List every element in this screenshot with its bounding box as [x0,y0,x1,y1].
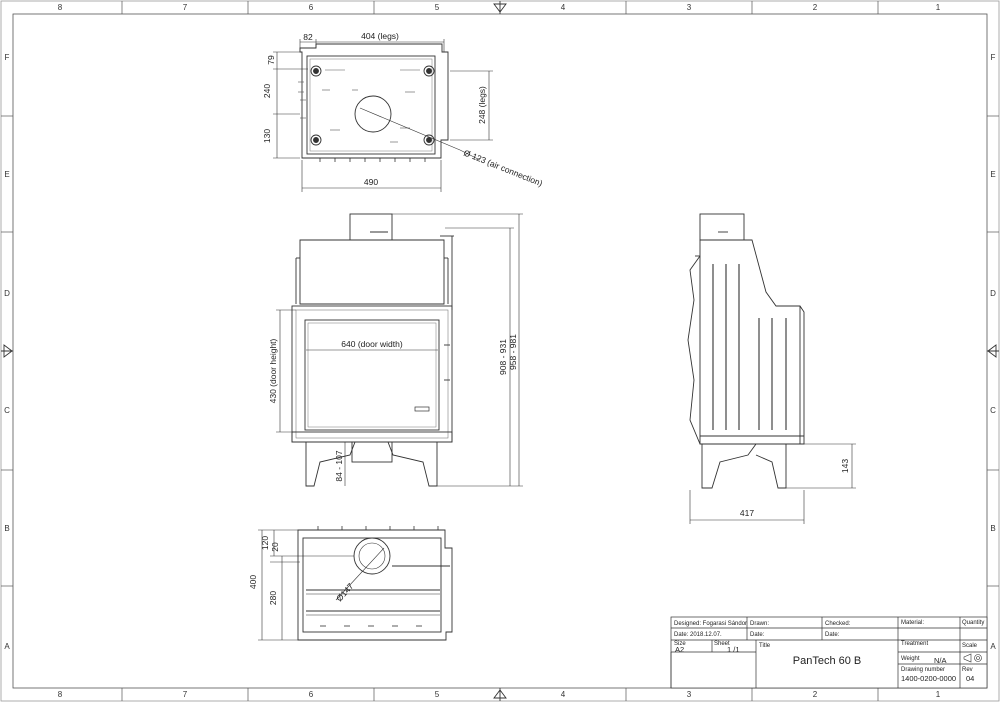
col-label-bottom: 7 [183,690,188,699]
weight-label: Weight [901,656,920,662]
col-label-top: 3 [687,3,692,12]
sheet-label: Sheet [714,641,730,647]
front-view-dimensions [276,213,523,487]
designed-date: Date: 2018.12.07. [674,632,722,638]
dim-bottom-280: 280 [268,591,278,605]
col-label-top: 8 [58,3,63,12]
side-view-dimensions [689,443,856,524]
checked-date: Date: [825,632,840,638]
dim-height-2: 958 - 981 [508,334,518,370]
row-label-right: D [990,289,996,298]
drawn-label: Drawn: [750,621,769,627]
row-label-left: B [4,524,9,533]
checked-label: Checked: [825,621,851,627]
dim-top-79: 79 [266,55,276,65]
drawing-title: PanTech 60 B [793,655,862,667]
front-view [291,213,454,487]
dim-top-air-connection: Ø 123 (air connection) [462,148,544,189]
size-label: Size [674,641,686,647]
scale-label: Scale [962,643,978,649]
sheet-value: 1 /1 [727,645,740,654]
bottom-view-dimensions [258,529,385,641]
top-view-dimensions [273,39,493,192]
col-label-top: 4 [561,3,566,12]
dim-side-depth: 417 [740,508,754,518]
col-label-bottom: 8 [58,690,63,699]
row-label-right: E [990,170,995,179]
dim-bottom-diameter: Ø147 [334,581,356,603]
title-block [670,616,988,689]
col-label-top: 2 [813,3,818,12]
size-value: A2 [675,645,684,654]
dim-top-legs-depth: 248 (legs) [477,86,487,124]
col-label-top: 6 [309,3,314,12]
col-label-top: 7 [183,3,188,12]
col-label-bottom: 3 [687,690,692,699]
col-label-bottom: 6 [309,690,314,699]
title-label: Title [759,643,771,649]
col-label-bottom: 5 [435,690,440,699]
dim-height-1: 908 - 931 [498,339,508,375]
weight-value: N/A [934,656,947,665]
dim-bottom-20: 20 [270,542,280,552]
row-label-left: A [4,642,10,651]
dim-door-width: 640 (door width) [341,339,403,349]
row-label-left: D [4,289,10,298]
bottom-view [297,526,453,641]
treatment-label: Treatment [901,641,928,647]
side-view [687,213,805,489]
col-label-top: 1 [936,3,941,12]
rev-value: 04 [966,674,974,683]
dim-top-legs-width: 404 (legs) [361,31,399,41]
projection-symbol-icon [963,653,982,663]
dim-bottom-400: 400 [248,575,258,589]
row-label-right: B [990,524,995,533]
rev-label: Rev [962,667,973,673]
row-label-right: A [990,642,996,651]
row-label-left: C [4,406,10,415]
col-label-bottom: 4 [561,690,566,699]
designed-label: Designed: Fogarasi Sándor [674,621,747,627]
dim-bottom-120: 120 [260,536,270,550]
drawing-number-value: 1400-0200-0000 [901,674,956,683]
row-label-left: E [4,170,9,179]
drawing-number-label: Drawing number [901,667,945,673]
drawn-date: Date: [750,632,765,638]
dim-leg-height: 84 - 107 [334,450,344,481]
col-label-top: 5 [435,3,440,12]
row-label-right: F [991,53,996,62]
dim-top-legs-offset: 82 [303,32,313,42]
dim-side-143: 143 [840,459,850,473]
dim-door-height: 430 (door height) [268,338,278,403]
dim-top-130: 130 [262,129,272,143]
dim-top-240: 240 [262,84,272,98]
col-label-bottom: 2 [813,690,818,699]
quantity-label: Quantity [962,620,984,626]
col-label-bottom: 1 [936,690,941,699]
dim-top-width: 490 [364,177,378,187]
row-label-left: F [5,53,10,62]
top-view [298,43,449,162]
material-label: Material: [901,620,924,626]
row-label-right: C [990,406,996,415]
